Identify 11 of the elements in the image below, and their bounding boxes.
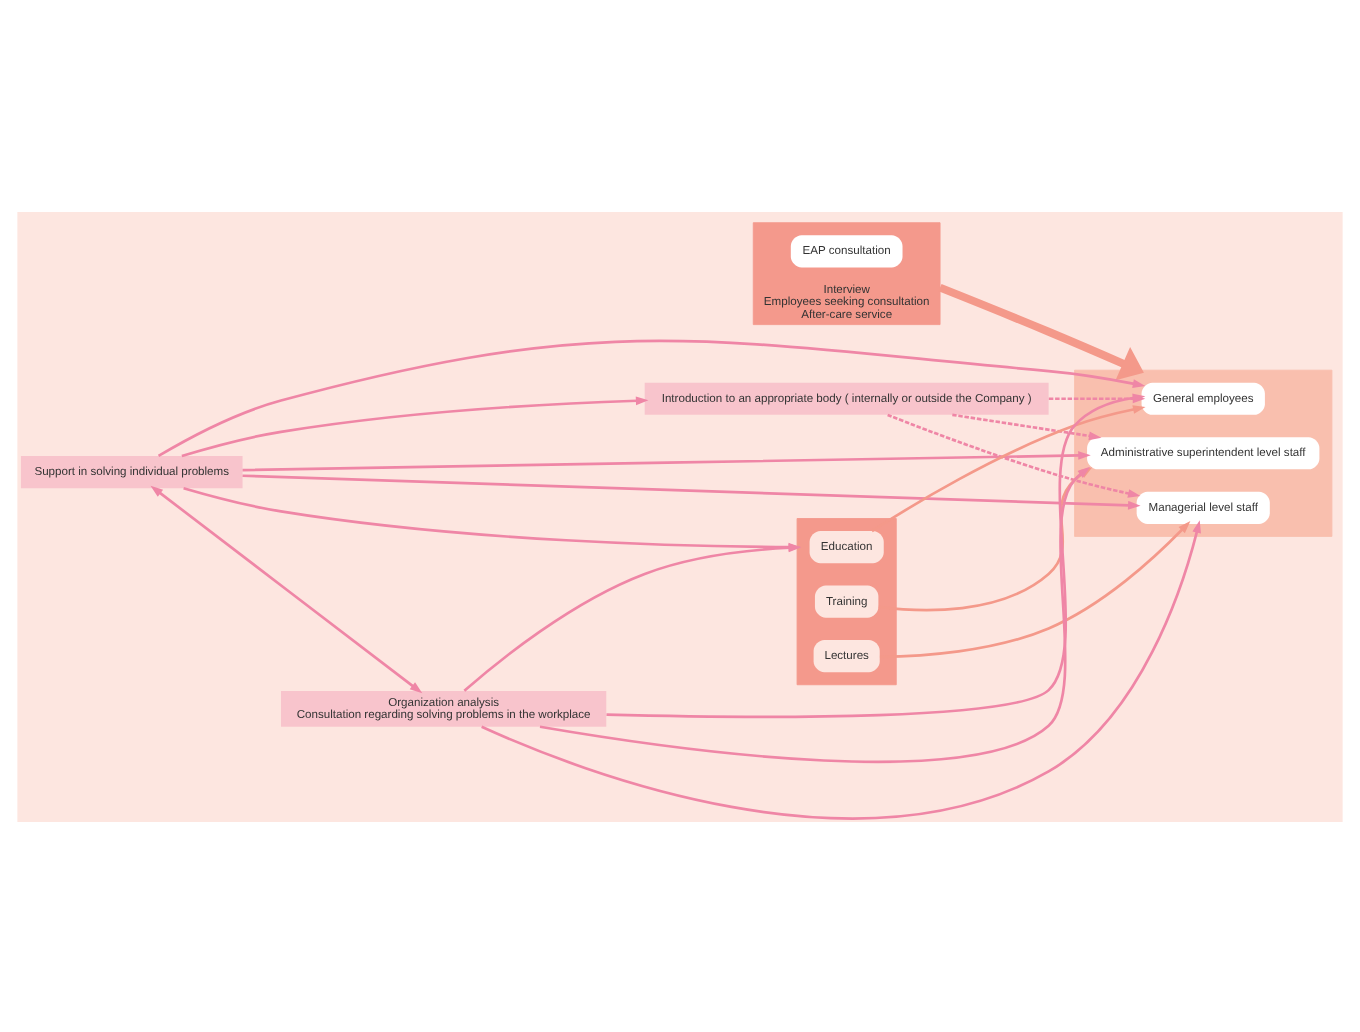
arrow bbox=[181, 395, 649, 457]
arrow bbox=[242, 450, 1091, 471]
arrow bbox=[938, 282, 1144, 380]
arrow bbox=[871, 404, 1146, 532]
arrow bbox=[242, 473, 1141, 509]
cluster bbox=[796, 517, 897, 685]
arrow bbox=[879, 520, 1191, 658]
arrow bbox=[481, 519, 1201, 819]
arrow bbox=[952, 412, 1102, 440]
arrow bbox=[887, 412, 1141, 497]
arrow bbox=[150, 484, 423, 693]
